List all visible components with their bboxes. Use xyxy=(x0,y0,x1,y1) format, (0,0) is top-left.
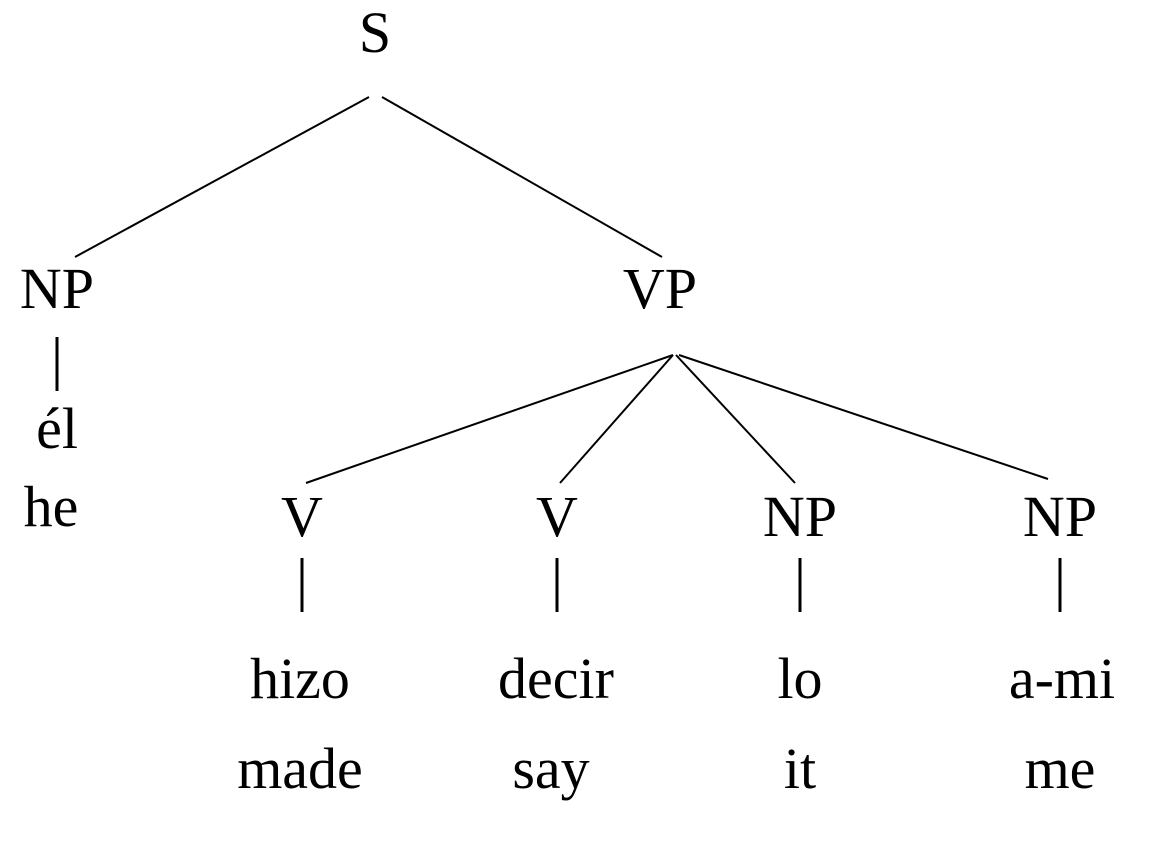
edge-vp-np-indirect xyxy=(678,354,1049,480)
gloss-me: me xyxy=(1024,736,1096,801)
gloss-it: it xyxy=(783,736,817,801)
node-s: S xyxy=(358,0,392,65)
edge-vp-np-object xyxy=(675,354,796,484)
leaf-word-ami: a-mi xyxy=(1008,646,1116,711)
leaf-word-hizo: hizo xyxy=(250,646,350,711)
node-np-object: NP xyxy=(762,484,838,549)
node-v1: V xyxy=(281,484,323,549)
leaf-word-el: él xyxy=(36,396,78,461)
gloss-made: made xyxy=(237,736,363,801)
node-np-indirect: NP xyxy=(1022,484,1098,549)
node-vp: VP xyxy=(622,256,698,321)
leaf-word-decir: decir xyxy=(498,646,614,711)
node-np-subject: NP xyxy=(19,256,95,321)
gloss-say: say xyxy=(512,736,590,801)
edge-vp-v2 xyxy=(559,354,674,484)
edge-s-vp xyxy=(381,96,663,258)
gloss-he: he xyxy=(23,474,79,539)
leaf-word-lo: lo xyxy=(777,646,823,711)
edge-vp-v1 xyxy=(305,354,674,484)
edge-s-np xyxy=(74,96,370,258)
node-v2: V xyxy=(536,484,578,549)
